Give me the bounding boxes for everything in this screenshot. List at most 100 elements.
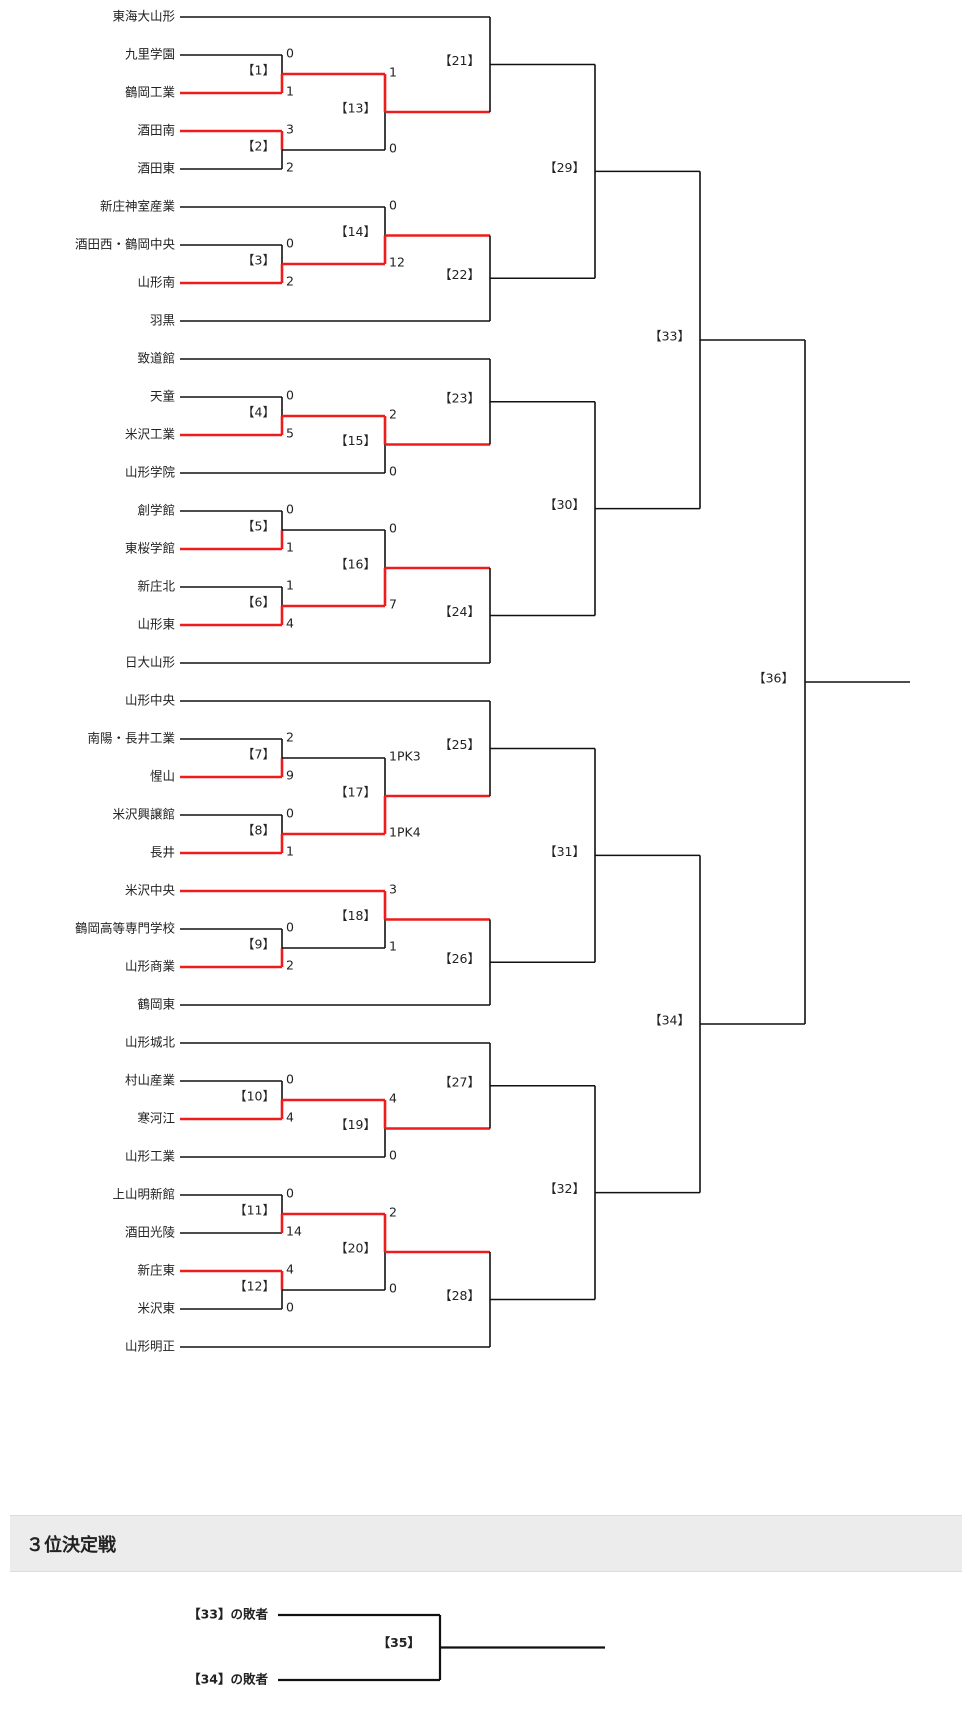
team-name: 山形東	[137, 617, 175, 632]
match-label: 【25】	[439, 737, 480, 752]
match-label: 【6】	[242, 595, 275, 610]
score: 2	[286, 274, 294, 289]
score: 0	[389, 1148, 397, 1163]
team-name: 九里学園	[125, 47, 175, 62]
match-label: 【30】	[544, 497, 585, 512]
team-name: 東海大山形	[112, 9, 175, 24]
team-name: 寒河江	[137, 1111, 175, 1126]
team-name: 山形商業	[125, 959, 176, 974]
team-name: 新庄神室産業	[100, 199, 176, 214]
team-name: 鶴岡東	[137, 997, 175, 1012]
team-name: 新庄東	[137, 1263, 175, 1278]
team-name: 米沢興譲館	[112, 807, 175, 822]
score: 4	[286, 1110, 294, 1125]
score: 2	[286, 958, 294, 973]
team-name: 米沢中央	[125, 883, 176, 898]
score: 1	[389, 939, 397, 954]
match-label: 【27】	[439, 1074, 480, 1089]
score: 0	[389, 464, 397, 479]
score: 4	[286, 616, 294, 631]
team-name: 米沢東	[137, 1301, 175, 1316]
score: 0	[286, 236, 294, 251]
score: 2	[286, 160, 294, 175]
match-label: 【18】	[335, 908, 376, 923]
match-label: 【1】	[242, 63, 275, 78]
team-name: 羽黒	[150, 313, 175, 328]
match-label: 【11】	[234, 1203, 275, 1218]
score: 3	[286, 122, 294, 137]
score: 5	[286, 426, 294, 441]
score: 0	[286, 806, 294, 821]
team-name: 惺山	[150, 769, 175, 784]
score: 0	[286, 388, 294, 403]
score: 0	[286, 1300, 294, 1315]
score: 1PK3	[389, 749, 421, 764]
third-place-section-header: ３位決定戦	[10, 1515, 962, 1572]
match-label: 【8】	[242, 823, 275, 838]
match-label: 【36】	[753, 671, 794, 686]
match-label: 【17】	[335, 785, 376, 800]
match-label: 【32】	[544, 1181, 585, 1196]
third-place-title: ３位決定戦	[26, 1535, 116, 1556]
score: 1	[286, 84, 294, 99]
match-label: 【4】	[242, 405, 275, 420]
team-name: 致道館	[137, 351, 175, 366]
score: 7	[389, 597, 397, 612]
match-label: 【20】	[335, 1241, 376, 1256]
team-name: 東桜学館	[125, 541, 175, 556]
match-label: 【12】	[234, 1279, 275, 1294]
team-name: 鶴岡高等専門学校	[75, 921, 176, 936]
match-label: 【31】	[544, 844, 585, 859]
score: 1	[286, 844, 294, 859]
team-name: 上山明新館	[112, 1187, 175, 1202]
score: 0	[286, 1186, 294, 1201]
score: 0	[286, 1072, 294, 1087]
match-label: 【13】	[335, 101, 376, 116]
team-name: 鶴岡工業	[125, 85, 176, 100]
team-name: 山形中央	[125, 693, 176, 708]
team-name: 天童	[150, 389, 175, 404]
team-name: 酒田南	[137, 123, 175, 138]
score: 12	[389, 255, 405, 270]
team-name: 米沢工業	[125, 427, 176, 442]
team-name: 山形明正	[125, 1339, 175, 1354]
third-place-slot-top: 【33】の敗者	[188, 1607, 268, 1622]
score: 4	[286, 1262, 294, 1277]
team-name: 新庄北	[137, 579, 175, 594]
match-label: 【14】	[335, 224, 376, 239]
score: 1PK4	[389, 825, 421, 840]
score: 3	[389, 882, 397, 897]
team-name: 南陽・長井工業	[87, 731, 175, 746]
match-label: 【26】	[439, 951, 480, 966]
team-name: 村山産業	[125, 1073, 176, 1088]
team-name: 創学館	[137, 503, 175, 518]
team-name: 山形南	[137, 275, 175, 290]
team-name: 酒田東	[137, 161, 175, 176]
match-label: 【21】	[439, 53, 480, 68]
team-name: 日大山形	[125, 655, 176, 670]
score: 14	[286, 1224, 302, 1239]
score: 9	[286, 768, 294, 783]
match-label: 【23】	[439, 390, 480, 405]
score: 0	[389, 1281, 397, 1296]
match-label: 【9】	[242, 937, 275, 952]
match-label: 【22】	[439, 267, 480, 282]
third-place-match-label: 【35】	[378, 1635, 420, 1650]
match-label: 【34】	[649, 1013, 690, 1028]
match-label: 【33】	[649, 329, 690, 344]
match-label: 【28】	[439, 1288, 480, 1303]
score: 2	[389, 407, 397, 422]
team-name: 山形学院	[125, 465, 176, 480]
score: 0	[286, 46, 294, 61]
match-label: 【19】	[335, 1117, 376, 1132]
match-label: 【29】	[544, 160, 585, 175]
score: 0	[389, 198, 397, 213]
match-label: 【16】	[335, 557, 376, 572]
match-label: 【15】	[335, 433, 376, 448]
score: 2	[286, 730, 294, 745]
score: 0	[389, 521, 397, 536]
match-label: 【2】	[242, 139, 275, 154]
score: 0	[286, 920, 294, 935]
score: 1	[286, 540, 294, 555]
